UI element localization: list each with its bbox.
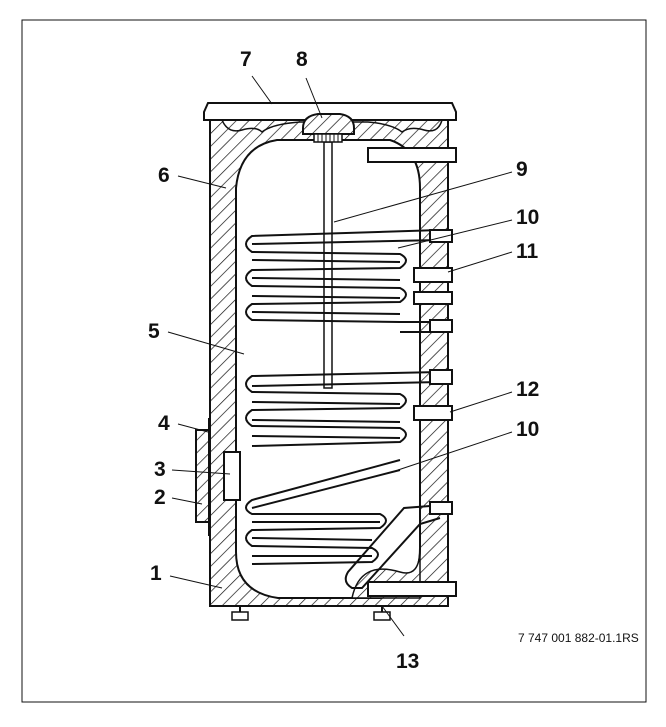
upper-heating-coil: [245, 229, 441, 333]
lower-heating-coil: [245, 371, 441, 589]
lower-coil-outlet: [429, 501, 453, 515]
reference-number: 7 747 001 882-01.1RS: [518, 631, 639, 645]
adjustable-feet: [231, 606, 391, 621]
anode-plug: [302, 113, 355, 143]
label-12: 12: [516, 378, 539, 401]
label-10-upper: 10: [516, 206, 539, 229]
figure-border: [21, 19, 647, 703]
label-3: 3: [154, 458, 166, 481]
inspection-opening: [195, 418, 241, 536]
label-9: 9: [516, 158, 528, 181]
label-1: 1: [150, 562, 162, 585]
leader-lines: [167, 75, 513, 637]
lower-coil-inlet: [429, 369, 453, 385]
label-6: 6: [158, 164, 170, 187]
lid: [203, 102, 457, 121]
cold-water-inlet-pipe: [367, 581, 457, 597]
label-2: 2: [154, 486, 166, 509]
hot-water-outlet-pipe: [367, 147, 457, 163]
label-8: 8: [296, 48, 308, 71]
label-10-lower: 10: [516, 418, 539, 441]
label-4: 4: [158, 412, 170, 435]
label-7: 7: [240, 48, 252, 71]
anode-rod: [323, 141, 333, 389]
sensor-sleeve: [413, 405, 453, 421]
upper-coil-stub: [413, 291, 453, 305]
label-5: 5: [148, 320, 160, 343]
circulation-pipe: [413, 267, 453, 283]
upper-coil-outlet: [429, 319, 453, 333]
label-11: 11: [516, 240, 539, 263]
label-13: 13: [396, 650, 419, 673]
